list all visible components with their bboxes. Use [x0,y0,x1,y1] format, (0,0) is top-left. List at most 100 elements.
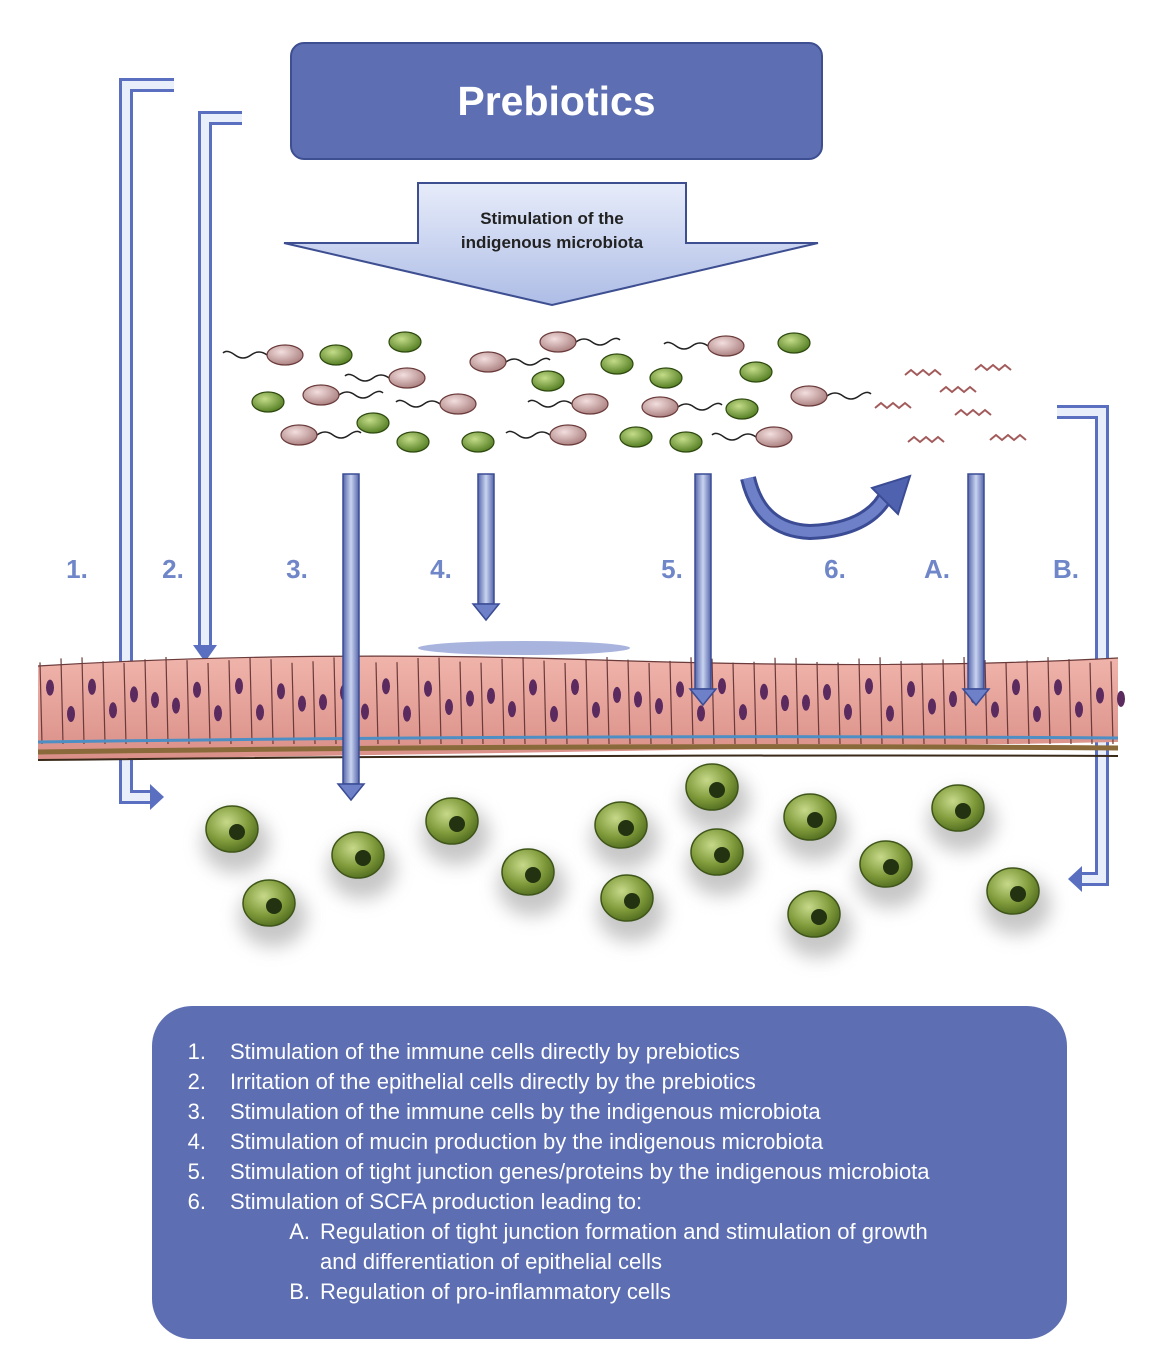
legend-item: B. Regulation of pro-inflammatory cells [152,1279,1067,1309]
bacterium-flagellated [527,393,609,415]
immune-cell [591,801,659,869]
scfa-molecule [874,401,912,410]
legend-item-number: 2. [187,1069,206,1094]
legend-item: 6. Stimulation of SCFA production leading… [152,1189,1067,1219]
step-label: A. [924,554,950,584]
arrow-5 [688,473,718,707]
immune-cell [928,784,996,852]
bacterium-flagellated [222,344,304,366]
immune-cell [498,848,566,916]
bacterium-flagellated [539,331,621,353]
bacterium-flagellated [302,384,384,406]
step-label: 5. [661,554,683,584]
bacterium-green [319,344,353,366]
bacterium-green [669,431,703,453]
arrow-2 [193,111,242,662]
scfa-molecule [989,433,1027,442]
immune-cell [856,840,924,908]
legend-item-number: 5. [187,1159,206,1184]
step-labels: 1. 2. 3. 4. 5. 6. A. B. [66,554,1079,584]
scfa-molecules [874,363,1027,444]
main-arrow-line-1: Stimulation of the [480,209,624,228]
step-label: B. [1053,554,1079,584]
step-label: 3. [286,554,308,584]
bacterium-flagellated [344,367,426,389]
legend-item-number: 1. [187,1039,206,1064]
bacterium-flagellated [395,393,477,415]
step-label: 6. [824,554,846,584]
bacterium-green [619,426,653,448]
bacterium-green [739,361,773,383]
bacterium-flagellated [641,396,723,418]
bacterium-green [649,367,683,389]
legend-item-number: A. [289,1219,310,1244]
bacterium-flagellated [469,351,551,373]
arrow-6 [740,474,912,541]
step-label: 2. [162,554,184,584]
mucin-layer [418,641,630,655]
legend-item: 3. Stimulation of the immune cells by the… [152,1099,1067,1129]
immune-cell [422,797,490,865]
legend-item: 4. Stimulation of mucin production by the… [152,1129,1067,1159]
bacterium-flagellated [280,424,362,446]
scfa-molecule [907,435,945,444]
bacterium-flagellated [790,385,872,407]
bacterium-green [388,331,422,353]
microbiota-layer [222,331,872,453]
arrow-4 [471,473,501,622]
prebiotics-box: Prebiotics [290,42,823,160]
legend-item-number: 4. [187,1129,206,1154]
immune-cell [784,890,852,958]
immune-cell [597,874,665,942]
main-arrow: Stimulation of the indigenous microbiota [283,182,819,307]
immune-cell [780,793,848,861]
legend-item-text: and differentiation of epithelial cells [320,1249,663,1274]
bacterium-green [356,412,390,434]
immune-cell [983,867,1051,935]
legend-item-number: B. [289,1279,310,1304]
bacterium-green [461,431,495,453]
legend-item-text: Regulation of pro-inflammatory cells [320,1279,671,1304]
immune-cell [202,805,270,873]
legend-item-number: 6. [187,1189,206,1214]
step-label: 4. [430,554,452,584]
bacterium-green [531,370,565,392]
page-title: Prebiotics [457,77,656,124]
bacterium-green [725,398,759,420]
legend-item-text: Irritation of the epithelial cells direc… [230,1069,756,1094]
scfa-molecule [954,408,992,417]
immune-cell [687,828,755,896]
scfa-molecule [904,368,942,377]
legend-item-text: Stimulation of mucin production by the i… [230,1129,824,1154]
bacterium-green [777,332,811,354]
legend-item-text: Stimulation of SCFA production leading t… [230,1189,643,1214]
legend-item: 2. Irritation of the epithelial cells dir… [152,1069,1067,1099]
immune-cell [328,831,396,899]
legend-item: and differentiation of epithelial cells [152,1249,1067,1279]
legend-item-number: 3. [187,1099,206,1124]
legend-item-text: Stimulation of the immune cells directly… [230,1039,740,1064]
arrow-b [1057,405,1109,892]
main-arrow-line-2: indigenous microbiota [461,233,644,252]
arrow-a [961,473,991,707]
legend-item-text: Stimulation of the immune cells by the i… [230,1099,821,1124]
immune-cell [682,763,750,831]
bacterium-green [251,391,285,413]
scfa-molecule [974,363,1012,372]
bacterium-flagellated [711,426,793,448]
legend-item: A. Regulation of tight junction formation… [152,1219,1067,1249]
epithelium [37,655,1125,761]
legend-box: 1. Stimulation of the immune cells direct… [152,1006,1067,1339]
scfa-molecule [939,385,977,394]
vertical-arrows [336,473,991,802]
legend-item: 5. Stimulation of tight junction genes/pr… [152,1159,1067,1189]
step-label: 1. [66,554,88,584]
legend-item-text: Stimulation of tight junction genes/prot… [230,1159,930,1184]
bacterium-green [396,431,430,453]
bacterium-flagellated [663,335,745,357]
legend-item-text: Regulation of tight junction formation a… [320,1219,928,1244]
legend-item: 1. Stimulation of the immune cells direct… [152,1039,1067,1069]
immune-cells [202,763,1051,958]
arrow-1 [119,78,174,810]
arrow-3 [336,473,366,802]
